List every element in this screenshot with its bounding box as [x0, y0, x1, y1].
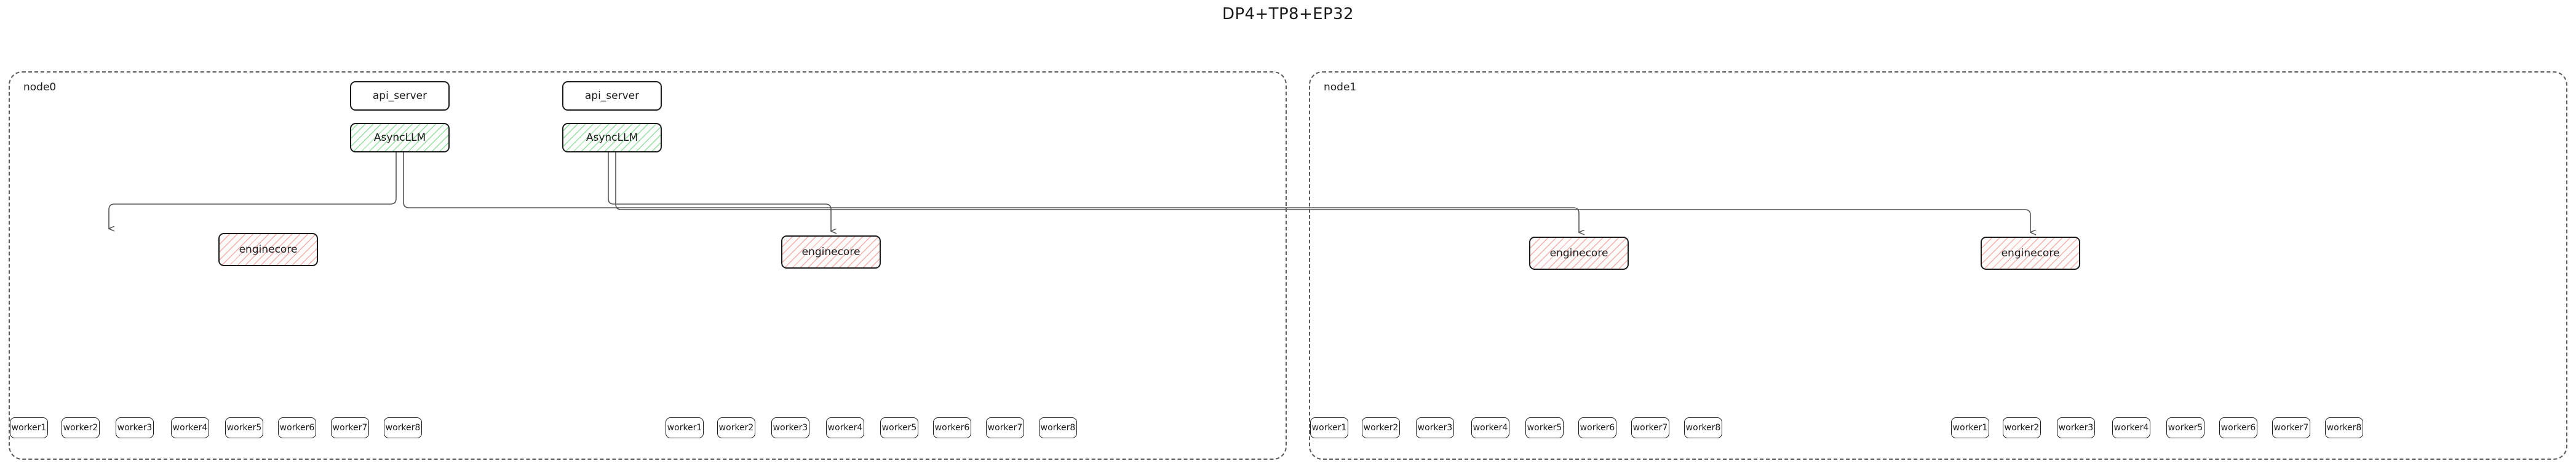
worker-box[interactable]: worker6: [933, 417, 971, 438]
worker-box[interactable]: worker1: [1951, 417, 1989, 438]
worker-box[interactable]: worker5: [2166, 417, 2204, 438]
node-cluster-node1: node1: [1309, 71, 2567, 460]
asyncllm-box[interactable]: AsyncLLM: [562, 123, 662, 152]
worker-box[interactable]: worker3: [1416, 417, 1454, 438]
worker-box[interactable]: worker5: [1525, 417, 1564, 438]
worker-box[interactable]: worker4: [171, 417, 209, 438]
enginecore-box[interactable]: enginecore: [1529, 237, 1629, 270]
worker-box[interactable]: worker7: [986, 417, 1024, 438]
enginecore-box[interactable]: enginecore: [781, 235, 881, 269]
worker-box[interactable]: worker2: [1362, 417, 1400, 438]
worker-box[interactable]: worker8: [384, 417, 422, 438]
worker-box[interactable]: worker3: [116, 417, 154, 438]
worker-box[interactable]: worker5: [880, 417, 918, 438]
worker-box[interactable]: worker1: [666, 417, 704, 438]
worker-box[interactable]: worker8: [1684, 417, 1722, 438]
worker-box[interactable]: worker8: [1039, 417, 1077, 438]
page-title: DP4+TP8+EP32: [1222, 5, 1354, 23]
node-cluster-node0: node0: [9, 71, 1287, 460]
worker-box[interactable]: worker6: [278, 417, 316, 438]
worker-box[interactable]: worker4: [1471, 417, 1509, 438]
worker-box[interactable]: worker1: [10, 417, 48, 438]
enginecore-box[interactable]: enginecore: [1981, 237, 2080, 270]
worker-box[interactable]: worker2: [717, 417, 755, 438]
worker-box[interactable]: worker4: [826, 417, 864, 438]
enginecore-box[interactable]: enginecore: [218, 233, 318, 266]
worker-box[interactable]: worker7: [331, 417, 369, 438]
worker-box[interactable]: worker4: [2112, 417, 2150, 438]
asyncllm-box[interactable]: AsyncLLM: [350, 123, 450, 152]
worker-box[interactable]: worker6: [1578, 417, 1616, 438]
worker-box[interactable]: worker1: [1310, 417, 1348, 438]
node-cluster-label-node0: node0: [23, 81, 57, 93]
api-server-box[interactable]: api_server: [350, 81, 450, 111]
worker-box[interactable]: worker8: [2325, 417, 2363, 438]
worker-box[interactable]: worker5: [225, 417, 263, 438]
api-server-box[interactable]: api_server: [562, 81, 662, 111]
worker-box[interactable]: worker2: [2003, 417, 2041, 438]
worker-box[interactable]: worker6: [2219, 417, 2257, 438]
worker-box[interactable]: worker7: [2272, 417, 2310, 438]
worker-box[interactable]: worker2: [62, 417, 100, 438]
node-cluster-label-node1: node1: [1324, 81, 1357, 93]
worker-box[interactable]: worker3: [771, 417, 809, 438]
worker-box[interactable]: worker3: [2057, 417, 2095, 438]
worker-box[interactable]: worker7: [1631, 417, 1669, 438]
